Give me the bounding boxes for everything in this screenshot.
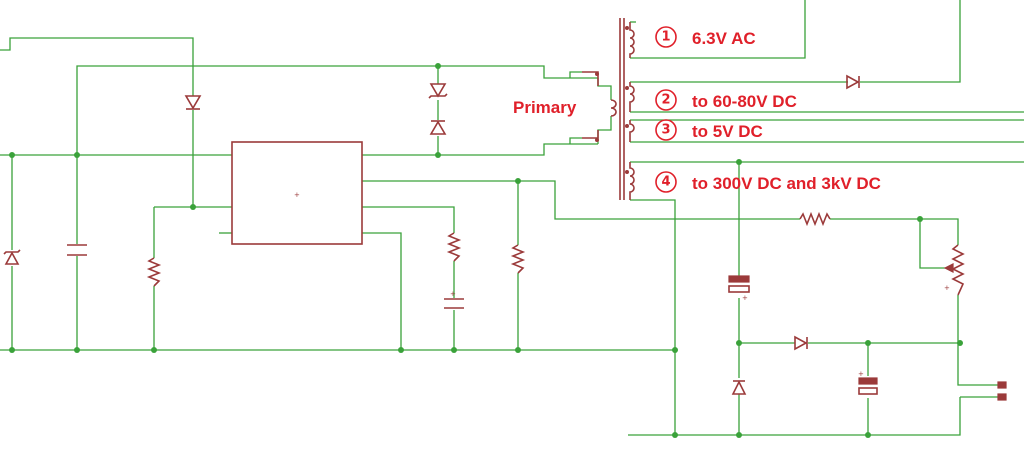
wires bbox=[0, 0, 1024, 436]
controller-ic: + bbox=[231, 141, 363, 245]
winding-text-3: to 5V DC bbox=[692, 122, 763, 141]
junction-dots bbox=[9, 63, 963, 438]
primary-label: Primary bbox=[513, 98, 577, 117]
timing-capacitor: + bbox=[444, 290, 464, 309]
winding-text-1: 6.3V AC bbox=[692, 29, 756, 48]
svg-text:+: + bbox=[858, 370, 864, 378]
primary-coil bbox=[610, 99, 617, 117]
diode-top-left bbox=[184, 95, 202, 110]
winding-number-4: 4 bbox=[661, 175, 670, 190]
left-zener-diode bbox=[3, 249, 21, 265]
svg-text:+: + bbox=[294, 191, 300, 199]
winding-label-4: 4 to 300V DC and 3kV DC bbox=[655, 171, 881, 193]
winding-label-2: 2 to 60-80V DC bbox=[655, 89, 797, 111]
diode-doubler bbox=[794, 335, 808, 351]
secondary-coil-4 bbox=[629, 162, 635, 200]
winding-text-2: to 60-80V DC bbox=[692, 92, 797, 111]
resistor-feedback bbox=[799, 211, 831, 227]
diode-ground bbox=[731, 380, 747, 395]
winding-number-1: 1 bbox=[661, 30, 670, 45]
resistor-left bbox=[146, 257, 162, 287]
svg-text:+: + bbox=[742, 294, 748, 302]
winding-label-3: 3 to 5V DC bbox=[655, 119, 763, 141]
resistor-timing bbox=[446, 232, 462, 262]
left-capacitor bbox=[67, 244, 87, 256]
hv-capacitor: + bbox=[728, 275, 750, 302]
secondary-coil-1 bbox=[629, 22, 635, 58]
potentiometer: + bbox=[943, 244, 965, 296]
winding-text-4: to 300V DC and 3kV DC bbox=[692, 174, 881, 193]
output-capacitor: + bbox=[858, 370, 878, 395]
svg-text:+: + bbox=[450, 290, 456, 298]
svg-text:+: + bbox=[944, 284, 950, 292]
secondary-coil-3 bbox=[629, 120, 635, 142]
zener-diode bbox=[428, 83, 448, 99]
transformer bbox=[582, 18, 635, 200]
winding-number-3: 3 bbox=[661, 123, 670, 138]
winding-label-1: 1 6.3V AC bbox=[655, 26, 756, 48]
resistor-sense bbox=[510, 244, 526, 274]
output-terminals bbox=[997, 381, 1007, 401]
winding-number-2: 2 bbox=[661, 93, 670, 108]
diode-60-80v bbox=[846, 74, 860, 90]
clamp-diode bbox=[429, 120, 447, 135]
secondary-coil-2 bbox=[629, 82, 635, 112]
